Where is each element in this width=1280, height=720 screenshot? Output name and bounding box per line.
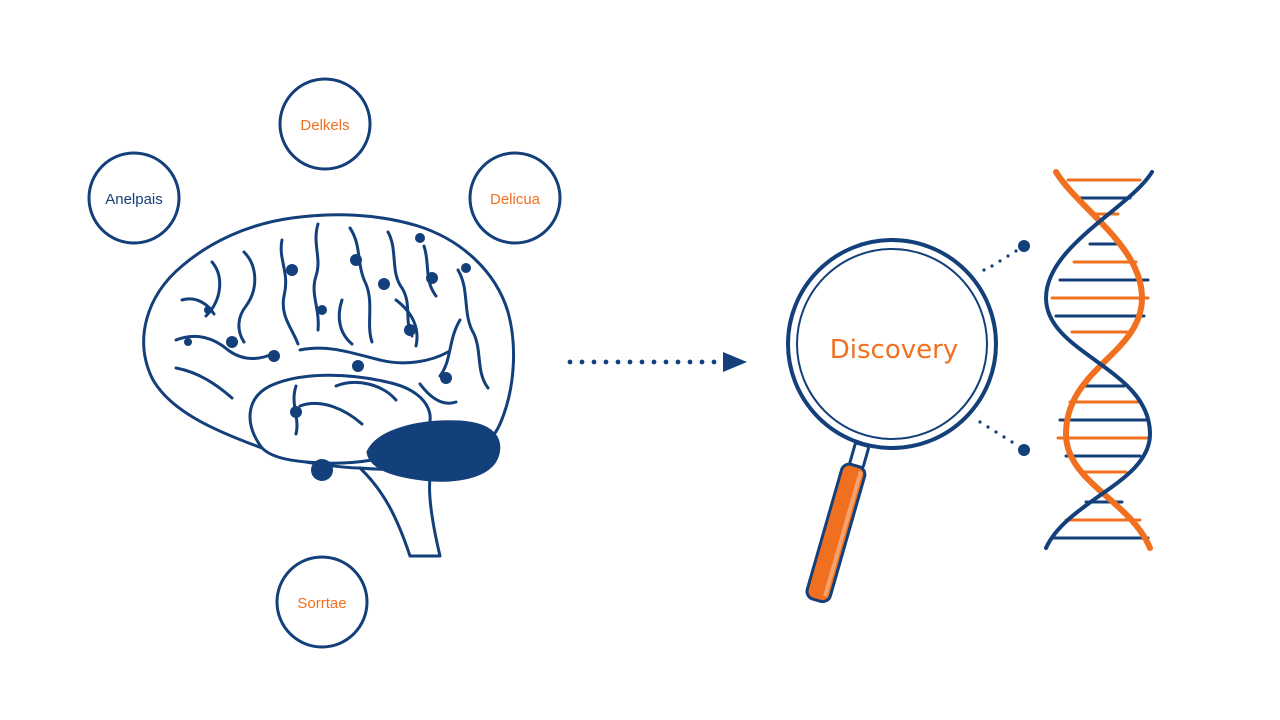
- brain-icon: [142, 213, 516, 558]
- bubble-top: Delkels: [278, 77, 372, 171]
- magnifier-label: Discovery: [830, 335, 958, 365]
- bubble-bottom-label: Sorrtae: [297, 595, 346, 612]
- bubble-top-label: Delkels: [300, 117, 349, 134]
- bubble-left: Anelpais: [87, 151, 181, 245]
- bubble-bottom: Sorrtae: [275, 555, 369, 649]
- bubble-left-label: Anelpais: [105, 191, 163, 208]
- dna-helix-icon: [1043, 169, 1154, 551]
- bubble-right: Delicua: [468, 151, 562, 245]
- dotted-arrow-icon: [567, 352, 747, 372]
- magnifying-glass-icon: Discovery: [786, 238, 1030, 604]
- bubble-right-label: Delicua: [490, 191, 541, 208]
